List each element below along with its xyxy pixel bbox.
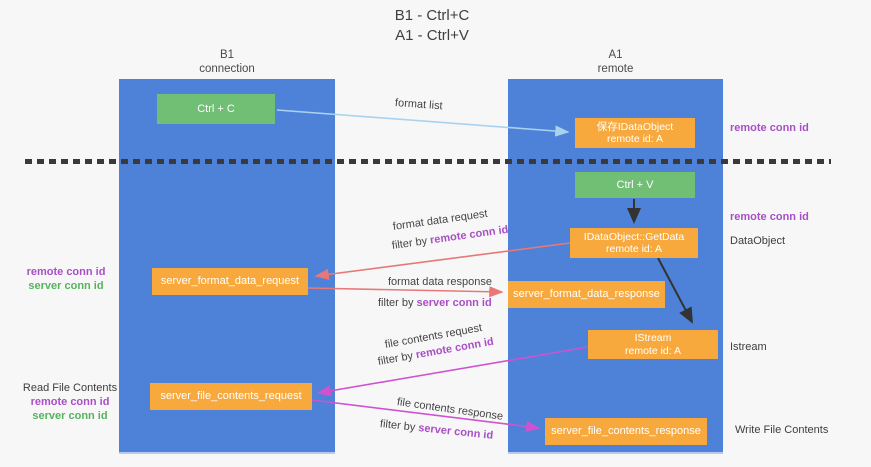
remote-conn-id-label-left-top: remote conn id xyxy=(26,266,106,278)
server-file-contents-response-box: server_file_contents_response xyxy=(545,418,707,445)
right-column-name: A1 xyxy=(608,49,623,61)
istream-line2: remote id: A xyxy=(624,344,682,357)
dataobject-label: DataObject xyxy=(730,235,786,247)
ctrl-c-box: Ctrl + C xyxy=(157,94,275,124)
saved-idataobject-line1: 保存IDataObject xyxy=(596,120,674,133)
filter-by-text: filter by xyxy=(378,297,417,309)
diagram-title: B1 - Ctrl+C A1 - Ctrl+V xyxy=(352,6,512,46)
server-file-contents-request-box: server_file_contents_request xyxy=(150,383,312,410)
remote-conn-id-label-top-right: remote conn id xyxy=(730,122,809,134)
remote-conn-id-label-mid-right: remote conn id xyxy=(730,211,809,223)
istream-line1: IStream xyxy=(634,332,672,344)
write-file-contents-label: Write File Contents xyxy=(735,424,829,436)
title-line-1: B1 - Ctrl+C xyxy=(394,7,470,24)
istream-side-label: Istream xyxy=(730,341,767,353)
format-data-response-filter-label: filter by server conn id xyxy=(378,297,492,309)
istream-box: IStream remote id: A xyxy=(588,330,718,359)
filter-by-text: filter by xyxy=(376,349,417,368)
saved-idataobject-line2: remote id: A xyxy=(606,133,664,145)
format-data-response-arrow xyxy=(307,286,504,298)
left-conn-id-group-bottom: Read File Contents remote conn id server… xyxy=(20,381,120,423)
server-conn-id-key: server conn id xyxy=(416,297,492,309)
left-column-subtitle: connection xyxy=(199,63,255,75)
right-column-subtitle: remote xyxy=(597,63,634,75)
left-conn-id-group-top: remote conn id server conn id xyxy=(20,265,112,293)
server-conn-id-label-left-bottom: server conn id xyxy=(32,410,108,422)
ctrl-c-label: Ctrl + C xyxy=(197,102,235,115)
remote-conn-id-label-left-bottom: remote conn id xyxy=(30,396,110,408)
server-format-data-response-box: server_format_data_response xyxy=(508,281,665,308)
title-line-2: A1 - Ctrl+V xyxy=(395,27,469,44)
saved-idataobject-box: 保存IDataObject remote id: A xyxy=(575,118,695,148)
getdata-line2: remote id: A xyxy=(605,243,663,255)
filter-by-text: filter by xyxy=(391,234,431,252)
server-file-contents-response-label: server_file_contents_response xyxy=(551,425,701,437)
left-column-name: B1 xyxy=(219,49,235,61)
server-format-data-response-label: server_format_data_response xyxy=(513,288,660,300)
format-list-label: format list xyxy=(394,97,443,113)
filter-by-text: filter by xyxy=(379,418,419,434)
getdata-line1: IDataObject::GetData xyxy=(583,230,685,243)
remote-conn-id-key: remote conn id xyxy=(429,223,510,247)
server-conn-id-key: server conn id xyxy=(417,422,494,442)
read-file-contents-label: Read File Contents xyxy=(22,382,118,394)
file-contents-response-filter-label: filter by server conn id xyxy=(379,418,493,442)
format-data-response-label: format data response xyxy=(388,276,492,288)
ctrl-v-label: Ctrl + V xyxy=(616,178,654,191)
server-conn-id-label-left-top: server conn id xyxy=(28,280,104,292)
right-column-header: A1 remote xyxy=(508,48,723,76)
left-column-header: B1 connection xyxy=(119,48,335,76)
idataobject-getdata-box: IDataObject::GetData remote id: A xyxy=(570,228,698,258)
session-divider-dashed-line xyxy=(25,159,831,164)
ctrl-v-box: Ctrl + V xyxy=(575,172,695,198)
server-format-data-request-label: server_format_data_request xyxy=(160,275,300,287)
server-format-data-request-box: server_format_data_request xyxy=(152,268,308,295)
server-file-contents-request-label: server_file_contents_request xyxy=(160,390,302,402)
file-contents-response-label: file contents response xyxy=(396,396,504,423)
